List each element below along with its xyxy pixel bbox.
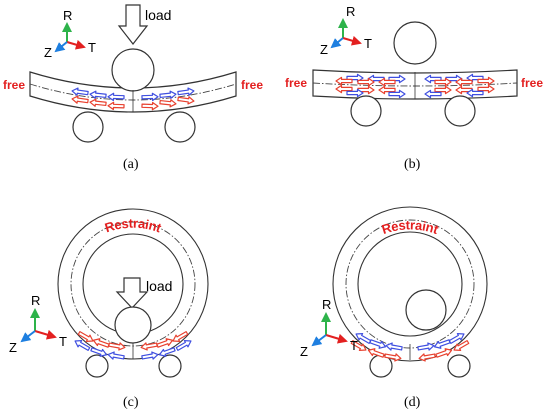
- support-pin-left: [85, 354, 109, 378]
- axis-r-label: R: [346, 4, 355, 19]
- axes-triad-a: R T Z: [44, 8, 96, 60]
- caption-d: (d): [404, 395, 421, 410]
- support-pin-right: [158, 354, 182, 378]
- free-label-right: free: [241, 78, 263, 92]
- restraint-label: Restraint: [103, 216, 164, 236]
- tension-arrow: [434, 346, 454, 360]
- axis-z-arrow: [330, 37, 344, 49]
- axis-t-arrow: [34, 329, 57, 340]
- restraint-label: Restraint: [380, 217, 441, 237]
- support-pin-left: [72, 111, 104, 143]
- compression-arrow: [384, 341, 404, 353]
- support-pin-right: [164, 111, 196, 143]
- support-pin-left: [350, 95, 382, 127]
- load-arrow: [115, 277, 149, 309]
- panel-b: R T Z: [285, 4, 543, 172]
- loading-pin: [405, 289, 447, 331]
- free-label-left: free: [285, 76, 307, 90]
- axis-t-arrow: [342, 35, 362, 46]
- axis-t-arrow: [66, 39, 86, 50]
- caption-b: (b): [404, 157, 421, 172]
- load-label: load: [146, 278, 172, 294]
- loading-pin: [111, 48, 155, 92]
- panel-a: R T Z load: [3, 4, 263, 172]
- load-arrow: [117, 4, 149, 45]
- tension-arrow: [107, 340, 127, 352]
- axes-triad-c: R T Z: [9, 293, 67, 355]
- axis-z-arrow: [54, 41, 68, 53]
- compression-arrow: [416, 341, 436, 353]
- ring-inner: [357, 231, 463, 337]
- compression-arrow: [140, 350, 160, 362]
- load-label: load: [145, 7, 171, 23]
- axis-t-arrow: [325, 333, 348, 344]
- axes-triad-d: R T Z: [300, 297, 358, 359]
- axis-r-label: R: [322, 297, 331, 312]
- panel-c: Restraint load R T: [9, 208, 209, 410]
- ring-midline: [345, 219, 475, 349]
- panel-d: Restraint R T Z (d: [300, 206, 488, 410]
- support-pin-right: [447, 354, 471, 378]
- axes-triad-b: R T Z: [320, 4, 372, 57]
- free-label-right: free: [521, 76, 543, 90]
- axis-r-label: R: [31, 293, 40, 308]
- compression-arrow: [106, 350, 126, 362]
- free-label-left: free: [3, 78, 25, 92]
- axis-z-label: Z: [9, 340, 17, 355]
- axis-z-label: Z: [320, 42, 328, 57]
- axis-z-arrow: [311, 334, 327, 347]
- axis-t-label: T: [88, 40, 96, 55]
- caption-a: (a): [123, 157, 139, 172]
- axis-z-arrow: [20, 330, 36, 343]
- tension-arrow: [139, 340, 159, 352]
- axis-t-label: T: [350, 338, 358, 353]
- tension-arrow: [91, 336, 111, 350]
- axis-z-label: Z: [300, 344, 308, 359]
- caption-c: (c): [123, 395, 139, 410]
- loading-pin: [393, 21, 437, 65]
- axis-t-label: T: [59, 334, 67, 349]
- ring-outer: [332, 206, 488, 362]
- axis-t-label: T: [364, 36, 372, 51]
- axis-z-label: Z: [44, 45, 52, 60]
- support-pin-right: [444, 95, 476, 127]
- loading-pin: [114, 306, 152, 344]
- axis-r-label: R: [63, 8, 72, 23]
- compression-arrow: [368, 337, 388, 351]
- tension-arrow: [155, 336, 175, 350]
